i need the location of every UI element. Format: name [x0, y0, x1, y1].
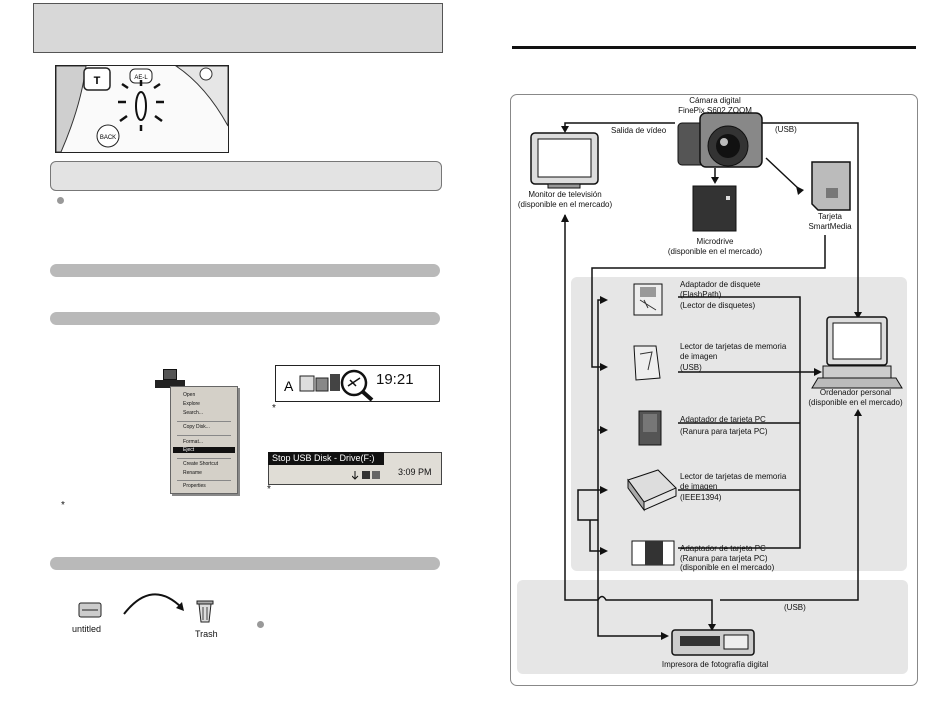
- asterisk-note: *: [267, 484, 271, 495]
- tv-label: Monitor de televisión(disponible en el m…: [517, 190, 613, 209]
- back-button-label: BACK: [100, 135, 116, 141]
- photo-printer-icon: [671, 629, 755, 656]
- section-bar-1: [50, 264, 440, 277]
- drive-small-icon[interactable]: [163, 369, 177, 380]
- personal-computer-icon: [811, 316, 903, 389]
- drive-selected-label: [155, 380, 185, 388]
- menu-item-format[interactable]: Format...: [183, 439, 204, 445]
- pc-card-adapter-label: Adaptador de tarjeta PC(Ranura para tarj…: [680, 415, 768, 436]
- microdrive-icon: [692, 185, 737, 232]
- usb-bottom-label: (USB): [784, 603, 806, 612]
- asterisk-note: *: [61, 500, 65, 511]
- system-tray-zoom: A: [275, 365, 440, 402]
- menu-item-eject[interactable]: Eject: [173, 447, 235, 453]
- camera-closeup-photo: T AE-L BACK: [55, 65, 229, 153]
- usb-card-reader-icon: [633, 345, 661, 381]
- menu-item-explore[interactable]: Explore: [183, 401, 200, 407]
- ieee1394-reader-icon: [627, 469, 677, 512]
- menu-separator: [177, 421, 231, 422]
- trash-icon[interactable]: [195, 598, 215, 624]
- digital-camera-icon: [677, 112, 763, 168]
- section-bar-3: [50, 557, 440, 570]
- smartmedia-card-icon: [811, 161, 851, 211]
- tv-monitor-icon: [530, 132, 599, 189]
- menu-separator: [177, 435, 231, 436]
- top-gray-box: [33, 3, 443, 53]
- diagram-frame: [510, 94, 918, 686]
- trash-label: Trash: [195, 629, 218, 639]
- pc-card-adapter-icon: [638, 410, 662, 446]
- t-button-label: T: [94, 75, 101, 87]
- ael-button-label: AE-L: [134, 75, 148, 81]
- menu-item-properties[interactable]: Properties: [183, 483, 206, 489]
- tray-clock: 19:21: [376, 371, 414, 388]
- menu-separator: [177, 458, 231, 459]
- tray-clock-2: 3:09 PM: [398, 467, 432, 477]
- microdrive-label: Microdrive(disponible en el mercado): [667, 237, 763, 256]
- pc-card-adapter-2-icon: [631, 540, 675, 566]
- tray-icons: [351, 467, 382, 480]
- computer-label: Ordenador personal(disponible en el merc…: [808, 388, 903, 407]
- menu-item-open[interactable]: Open: [183, 392, 196, 398]
- menu-item-copy-disk[interactable]: Copy Disk...: [183, 424, 210, 430]
- section-bar-2: [50, 312, 440, 325]
- context-menu: Open Explore Search... Copy Disk... Form…: [170, 386, 238, 494]
- pc-card-adapter-2-label: Adaptador de tarjeta PC(Ranura para tarj…: [680, 544, 775, 572]
- svg-text:A: A: [284, 378, 294, 394]
- drive-label: untitled: [72, 624, 102, 634]
- note-box: [50, 161, 442, 191]
- menu-separator: [177, 480, 231, 481]
- bullet-icon: [57, 197, 64, 204]
- menu-item-search[interactable]: Search...: [183, 410, 204, 416]
- asterisk-note: *: [272, 403, 276, 414]
- usb-top-label: (USB): [775, 125, 797, 134]
- menu-item-rename[interactable]: Rename: [183, 470, 202, 476]
- floppy-adapter-icon: [633, 283, 663, 316]
- drive-icon[interactable]: [78, 600, 102, 620]
- floppy-adapter-label: Adaptador de disquete(FlashPath)(Lector …: [680, 280, 761, 310]
- arrow-icon: [123, 593, 184, 615]
- page-rule: [512, 46, 916, 49]
- menu-item-create-shortcut[interactable]: Create Shortcut: [183, 461, 219, 467]
- bullet-icon: [257, 621, 264, 628]
- video-out-label: Salida de vídeo: [611, 126, 667, 135]
- printer-label: Impresora de fotografía digital: [661, 660, 769, 669]
- stop-usb-tooltip[interactable]: Stop USB Disk - Drive(F:): [268, 452, 384, 465]
